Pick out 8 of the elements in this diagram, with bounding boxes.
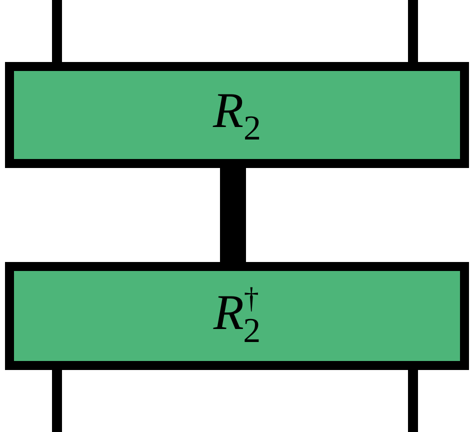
wire-line [52,0,62,62]
wire-line [408,0,418,62]
wire-line [408,370,418,432]
thick-connector [220,168,246,262]
operator-box [5,62,469,168]
operator-label: R$_{2}$ [212,84,262,146]
wire-line [52,370,62,432]
operator-box [5,262,469,370]
